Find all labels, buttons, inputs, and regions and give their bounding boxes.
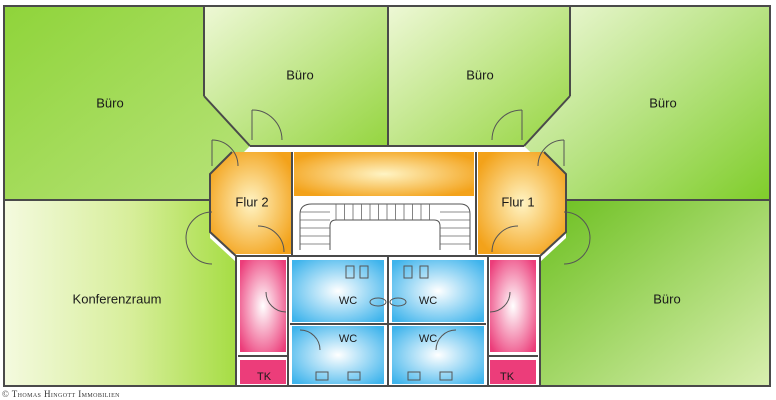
room-wc-1 [292,260,384,322]
label-flur-1: Flur 1 [501,194,534,209]
label-buero-left-top: Büro [96,95,123,110]
walls [3,5,771,387]
room-buero-right-bottom [540,200,770,386]
room-konferenzraum [4,200,236,386]
label-buero-mid-right: Büro [466,67,493,82]
room-wc-4 [392,326,484,384]
label-buero-mid-left: Büro [286,67,313,82]
label-konferenzraum: Konferenzraum [73,291,162,306]
room-tk-right [490,360,536,384]
room-tk-left [240,360,286,384]
label-wc-1: WC [339,295,357,307]
room-tk-right-upper [490,260,536,352]
label-wc-3: WC [339,333,357,345]
room-buero-mid-left [204,6,388,146]
room-flur-2 [210,152,292,254]
staircase [294,196,474,254]
copyright-notice: © Thomas Hingott Immobilien [2,389,120,399]
room-buero-mid-right [388,6,570,146]
room-wc-2 [392,260,484,322]
label-buero-right-top: Büro [649,95,676,110]
label-tk-left: TK [257,371,272,383]
label-tk-right: TK [500,371,515,383]
door-swings [185,109,591,351]
label-wc-2: WC [419,295,437,307]
room-wc-3 [292,326,384,384]
room-tk-left-upper [240,260,286,352]
room-flur-top [294,152,474,196]
label-buero-right-bottom: Büro [653,291,680,306]
label-flur-2: Flur 2 [235,194,268,209]
label-wc-4: WC [419,333,437,345]
room-buero-left-top [4,6,250,200]
wc-fixtures [315,265,453,381]
room-flur-1 [478,152,566,254]
room-buero-right-top [524,6,770,200]
